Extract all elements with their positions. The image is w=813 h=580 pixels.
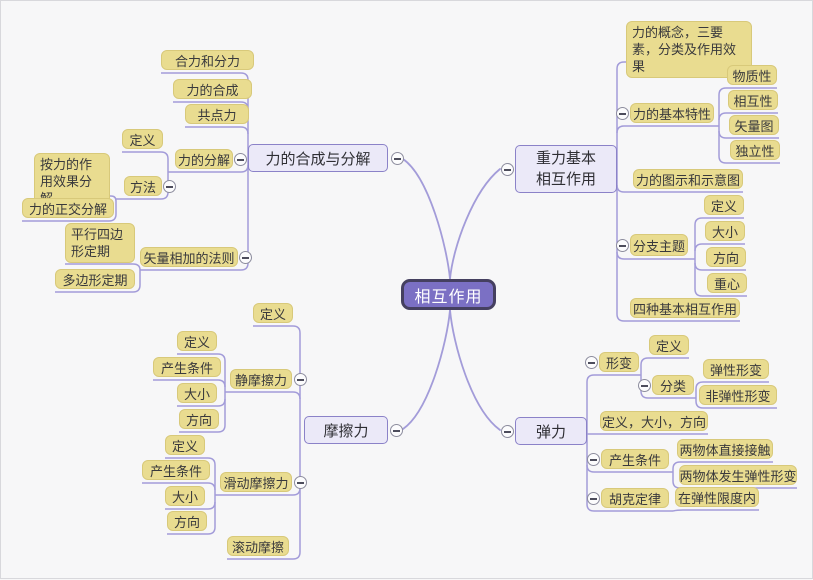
subtopic[interactable]: 力的分解	[175, 149, 233, 169]
collapse-icon[interactable]	[638, 379, 651, 392]
collapse-icon[interactable]	[585, 356, 598, 369]
subtopic[interactable]: 方向	[706, 247, 746, 267]
collapse-icon[interactable]	[616, 239, 629, 252]
collapse-icon[interactable]	[587, 492, 600, 505]
branch-friction[interactable]: 摩擦力	[304, 416, 388, 444]
subtopic[interactable]: 相互性	[728, 90, 778, 110]
subtopic[interactable]: 形变	[599, 352, 639, 372]
subtopic[interactable]: 多边形定期	[55, 269, 135, 289]
subtopic[interactable]: 非弹性形变	[699, 385, 777, 405]
subtopic[interactable]: 重心	[707, 273, 747, 293]
subtopic[interactable]: 定义	[165, 435, 205, 455]
subtopic[interactable]: 合力和分力	[161, 50, 254, 70]
subtopic[interactable]: 定义	[177, 331, 217, 351]
subtopic[interactable]: 平行四边形定期	[65, 223, 135, 263]
subtopic[interactable]: 大小	[165, 486, 205, 506]
subtopic[interactable]: 矢量相加的法则	[140, 247, 238, 267]
subtopic[interactable]: 两物体发生弹性形变	[679, 465, 797, 485]
branch-force-composition[interactable]: 力的合成与分解	[248, 144, 388, 172]
subtopic[interactable]: 物质性	[727, 65, 777, 85]
subtopic[interactable]: 独立性	[730, 140, 780, 160]
subtopic[interactable]: 力的合成	[173, 79, 252, 99]
collapse-icon[interactable]	[294, 373, 307, 386]
collapse-icon[interactable]	[390, 424, 403, 437]
subtopic[interactable]: 定义	[649, 335, 689, 355]
subtopic[interactable]: 力的正交分解	[22, 198, 114, 218]
subtopic[interactable]: 分类	[652, 375, 694, 395]
collapse-icon[interactable]	[234, 153, 247, 166]
subtopic[interactable]: 两物体直接接触	[677, 439, 773, 459]
subtopic[interactable]: 分支主题	[630, 234, 688, 256]
subtopic[interactable]: 滑动摩擦力	[220, 472, 292, 492]
collapse-icon[interactable]	[587, 453, 600, 466]
subtopic[interactable]: 产生条件	[153, 357, 221, 377]
subtopic[interactable]: 产生条件	[142, 460, 210, 480]
subtopic[interactable]: 力的图示和示意图	[633, 169, 743, 189]
subtopic[interactable]: 共点力	[185, 104, 249, 124]
collapse-icon[interactable]	[239, 251, 252, 264]
collapse-icon[interactable]	[294, 476, 307, 489]
subtopic[interactable]: 方法	[124, 176, 162, 196]
subtopic[interactable]: 定义，大小，方向	[600, 411, 708, 431]
subtopic[interactable]: 胡克定律	[601, 488, 669, 508]
subtopic[interactable]: 方向	[167, 511, 207, 531]
collapse-icon[interactable]	[391, 152, 404, 165]
collapse-icon[interactable]	[501, 425, 514, 438]
subtopic[interactable]: 定义	[122, 129, 163, 149]
subtopic[interactable]: 弹性形变	[703, 359, 769, 379]
subtopic[interactable]: 四种基本相互作用	[630, 298, 740, 318]
branch-elastic-force[interactable]: 弹力	[515, 417, 587, 445]
collapse-icon[interactable]	[163, 180, 176, 193]
subtopic[interactable]: 大小	[177, 383, 217, 403]
branch-gravity-interaction[interactable]: 重力基本相互作用	[515, 145, 617, 193]
subtopic[interactable]: 定义	[253, 303, 293, 323]
collapse-icon[interactable]	[616, 107, 629, 120]
subtopic[interactable]: 在弹性限度内	[675, 487, 759, 507]
subtopic[interactable]: 大小	[705, 221, 745, 241]
subtopic[interactable]: 产生条件	[601, 449, 669, 469]
subtopic[interactable]: 方向	[179, 409, 219, 429]
collapse-icon[interactable]	[501, 163, 514, 176]
central-topic[interactable]: 相互作用	[401, 279, 496, 310]
subtopic[interactable]: 力的基本特性	[630, 103, 714, 123]
subtopic[interactable]: 定义	[704, 195, 744, 215]
subtopic[interactable]: 静摩擦力	[230, 369, 292, 389]
subtopic[interactable]: 滚动摩擦	[227, 536, 289, 556]
subtopic[interactable]: 矢量图	[729, 115, 779, 135]
